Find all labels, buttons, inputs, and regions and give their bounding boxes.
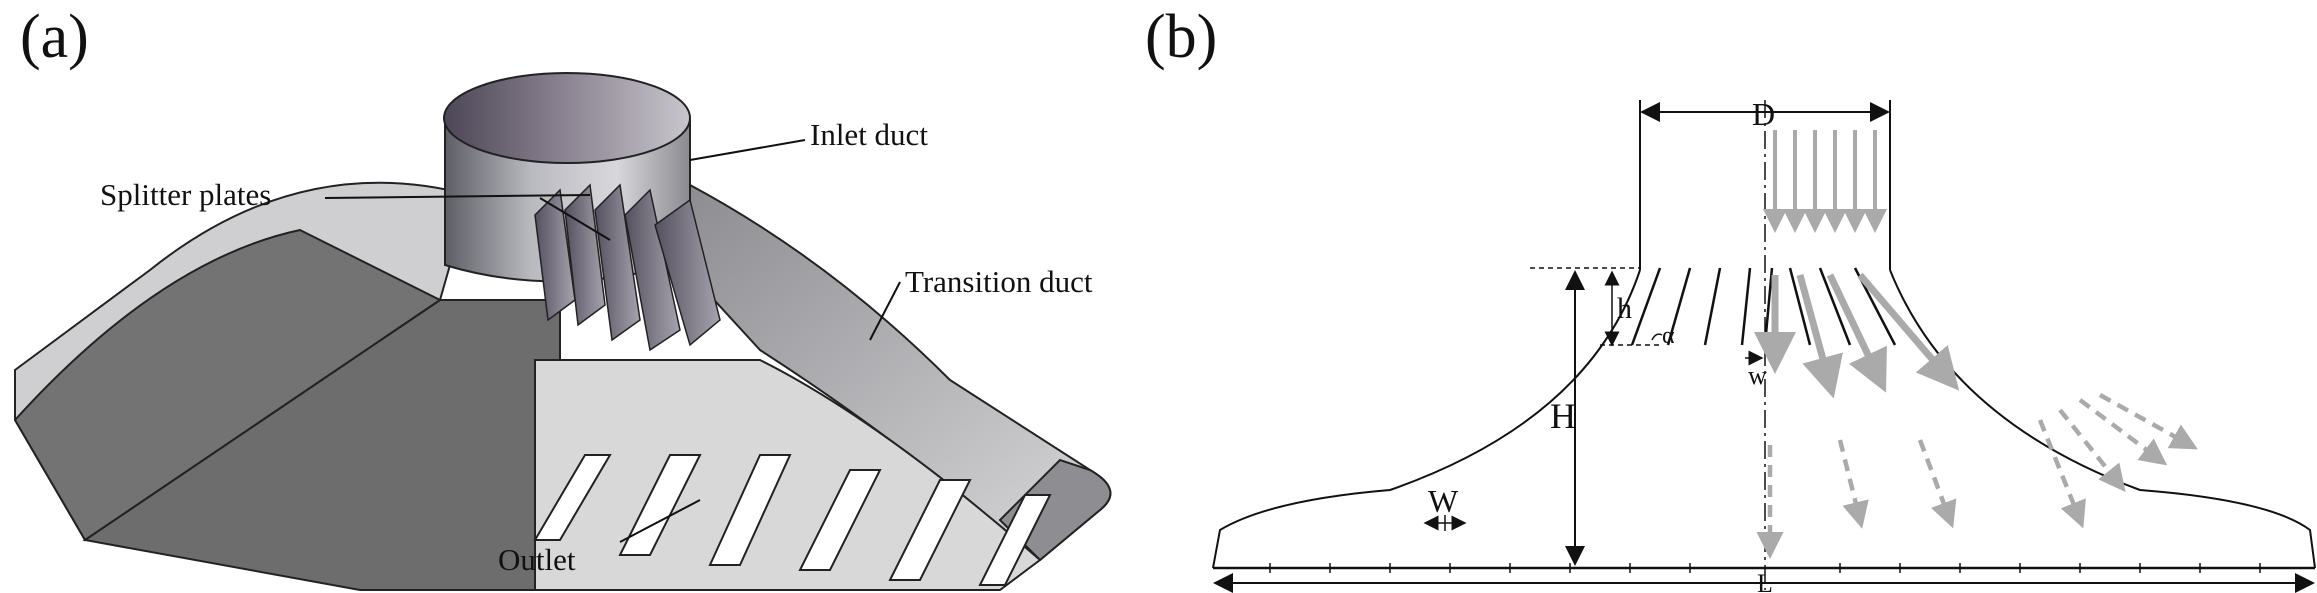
splitter-plate: [1666, 267, 1692, 346]
alpha-arc: [1651, 333, 1663, 341]
alpha-label: α: [1662, 323, 1675, 349]
splitter-plate: [1818, 267, 1852, 346]
panel-b-drawing: [1212, 100, 2316, 593]
splitter-plate: [594, 183, 641, 342]
dimension-labels: D h α H w W L: [1428, 96, 1775, 593]
inlet-leader: [689, 139, 806, 161]
outlet-slots: [533, 454, 1052, 586]
splitter-plate: [1788, 267, 1812, 346]
splitter-plate: [1763, 267, 1774, 346]
panel-a-label: (a): [20, 3, 89, 71]
splitter-plates-label: Splitter plates: [100, 177, 271, 212]
splitter-plate: [1740, 267, 1752, 346]
outlet-slot: [618, 454, 702, 556]
splitter-plate: [624, 188, 681, 352]
outlet-slot: [978, 494, 1052, 586]
flow-arrows: [1754, 130, 2198, 559]
d-label: D: [1752, 96, 1775, 132]
splitter-flow-arrows: [1754, 272, 1960, 399]
left-curve-wall: [1212, 269, 1641, 569]
outlet-slot: [533, 454, 612, 541]
outlet-leader: [619, 499, 701, 543]
inlet-duct-label: Inlet duct: [810, 117, 928, 152]
inlet-cylinder-opening: [443, 72, 691, 164]
outlet-flow-arrows: [1756, 393, 2198, 559]
transition-leader: [869, 281, 901, 341]
callout-lines: [324, 139, 901, 543]
l-label: L: [1757, 569, 1773, 593]
outlet-ticks: [1269, 563, 2261, 573]
h-small-label: h: [1617, 292, 1632, 325]
splitter-plate: [654, 198, 721, 347]
splitter-leader: [539, 197, 611, 241]
h-large-label: H: [1550, 396, 1576, 436]
splitter-plate: [1703, 267, 1722, 346]
inlet-flow-arrows: [1763, 130, 1887, 233]
outlet-slot: [798, 469, 882, 571]
w-small-label: w: [1748, 361, 1767, 390]
w-large-label: W: [1428, 483, 1459, 519]
panel-b-label: (b): [1145, 3, 1218, 71]
outlet-label: Outlet: [498, 542, 576, 577]
splitter-plate: [1630, 267, 1662, 346]
splitter-leader: [324, 194, 591, 199]
outlet-slot: [888, 479, 972, 581]
transition-duct-label: Transition duct: [905, 264, 1093, 299]
outlet-slot: [708, 454, 792, 566]
left-dark-face: [13, 228, 442, 542]
splitter-plate-group: [534, 183, 721, 352]
panel-a-drawing: Splitter plates Inlet duct Transition du…: [13, 72, 1112, 591]
